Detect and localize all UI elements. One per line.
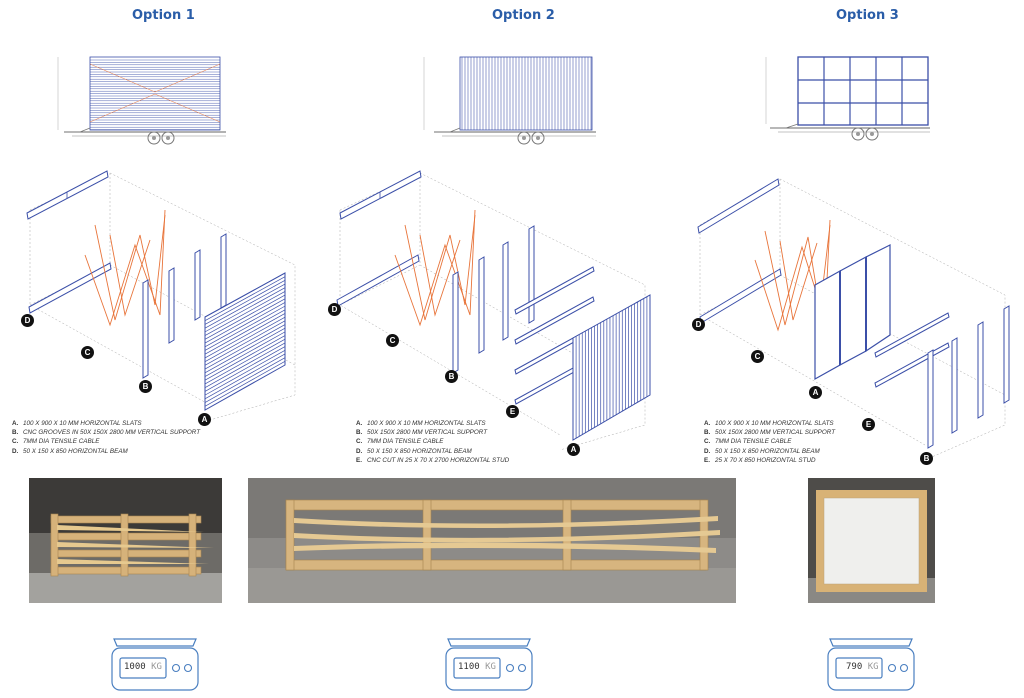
legend-item: C.7MM DIA TENSILE CABLE xyxy=(704,438,792,446)
option-2-trailer-elevation xyxy=(423,56,596,145)
option-1-marker-a: A xyxy=(198,413,211,426)
option-1-marker-b: B xyxy=(139,380,152,393)
legend-item: E.CNC CUT IN 25 X 70 X 2700 HORIZONTAL S… xyxy=(356,456,510,464)
legend-item: A.100 X 900 X 10 MM HORIZONTAL SLATS xyxy=(356,420,486,427)
option-1-legend: A.100 X 900 X 10 MM HORIZONTAL SLATS B.C… xyxy=(12,419,200,456)
option-3-legend: A.100 X 900 X 10 MM HORIZONTAL SLATS B.5… xyxy=(704,419,835,465)
legend-item: B.CNC GROOVES IN 50X 150X 2800 MM VERTIC… xyxy=(12,429,201,437)
option-3-exploded-diagram xyxy=(697,178,1010,461)
option-3-prototype-photo xyxy=(808,478,935,603)
option-3-marker-c: C xyxy=(751,350,764,363)
option-2-marker-e: E xyxy=(506,405,519,418)
option-3-marker-e: E xyxy=(862,418,875,431)
option-3-trailer-elevation xyxy=(765,56,930,141)
option-1-weight-scale xyxy=(111,638,199,691)
option-3-marker-a: A xyxy=(809,386,822,399)
option-2-weight-scale xyxy=(445,638,533,691)
option-2-marker-c: C xyxy=(386,334,399,347)
legend-item: C.7MM DIA TENSILE CABLE xyxy=(12,438,100,446)
option-2-weight-readout: 1100 KG xyxy=(458,662,496,672)
option-2-exploded-diagram xyxy=(336,170,651,451)
legend-item: D.50 X 150 X 850 HORIZONTAL BEAM xyxy=(704,447,820,455)
legend-item: E.25 X 70 X 850 HORIZONTAL STUD xyxy=(704,456,816,464)
option-1-marker-c: C xyxy=(81,346,94,359)
option-3-weight-readout: 790 KG xyxy=(846,662,879,672)
option-1-title: Option 1 xyxy=(132,8,195,23)
option-3-title: Option 3 xyxy=(836,8,899,23)
option-2-marker-a: A xyxy=(567,443,580,456)
option-1-weight-readout: 1000 KG xyxy=(124,662,162,672)
legend-item: D.50 X 150 X 850 HORIZONTAL BEAM xyxy=(356,447,472,455)
option-1-trailer-elevation xyxy=(57,56,226,145)
legend-item: D.50 X 150 X 850 HORIZONTAL BEAM xyxy=(12,447,128,455)
legend-item: B.50X 150X 2800 MM VERTICAL SUPPORT xyxy=(704,429,836,437)
legend-item: A.100 X 900 X 10 MM HORIZONTAL SLATS xyxy=(12,420,142,427)
option-2-legend: A.100 X 900 X 10 MM HORIZONTAL SLATS B.5… xyxy=(356,419,509,465)
option-2-marker-d: D xyxy=(328,303,341,316)
option-2-title: Option 2 xyxy=(492,8,555,23)
option-3-marker-d: D xyxy=(692,318,705,331)
option-3-marker-b: B xyxy=(920,452,933,465)
option-3-weight-scale xyxy=(827,638,915,691)
legend-item: A.100 X 900 X 10 MM HORIZONTAL SLATS xyxy=(704,420,834,427)
option-1-prototype-photo xyxy=(29,478,222,603)
legend-item: B.50X 150X 2800 MM VERTICAL SUPPORT xyxy=(356,429,488,437)
legend-item: C.7MM DIA TENSILE CABLE xyxy=(356,438,444,446)
option-1-exploded-diagram xyxy=(26,170,296,421)
option-2-prototype-photo xyxy=(248,478,736,603)
option-1-marker-d: D xyxy=(21,314,34,327)
option-2-marker-b: B xyxy=(445,370,458,383)
